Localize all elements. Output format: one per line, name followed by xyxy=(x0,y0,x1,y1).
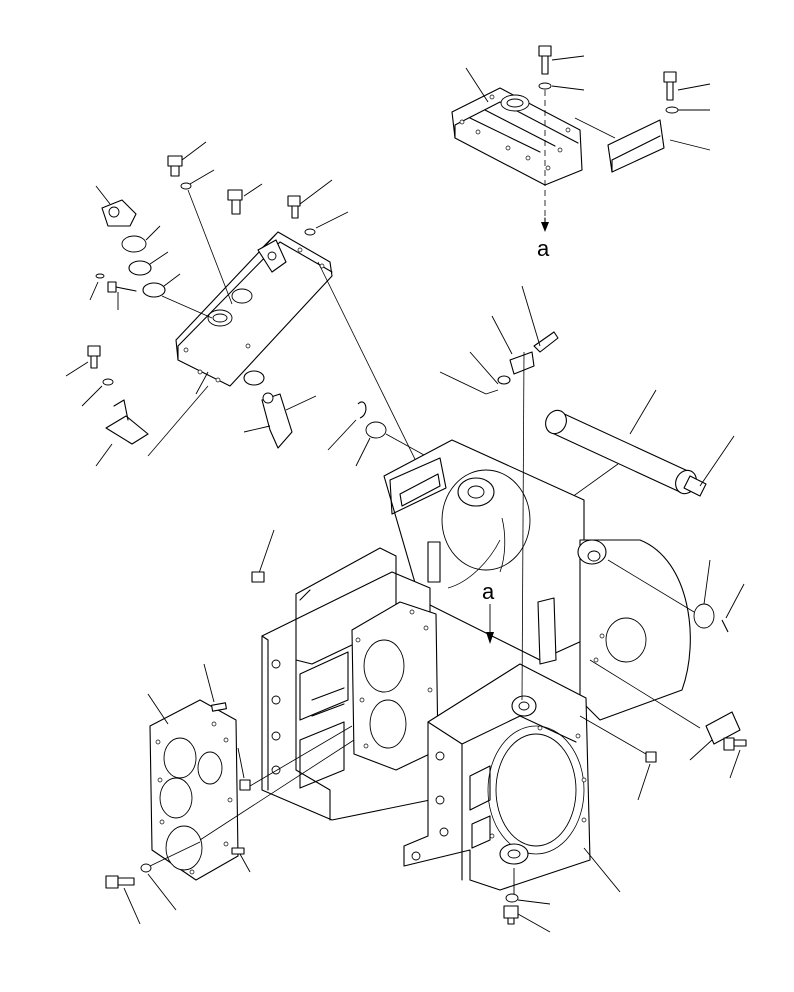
pin-right xyxy=(721,619,729,633)
transmission-case xyxy=(261,439,691,891)
seal-washer-right xyxy=(693,603,715,629)
elbow-fitting xyxy=(243,370,293,449)
small-bracket xyxy=(509,351,535,375)
left-small-bolt xyxy=(87,345,114,386)
cover-bolt-right xyxy=(287,195,316,236)
bolt-right xyxy=(723,737,747,751)
dowel-pin-2 xyxy=(231,847,245,855)
drain-plug xyxy=(503,893,519,925)
plug-front xyxy=(239,779,251,791)
nut xyxy=(497,375,511,385)
dowel-pin-1 xyxy=(211,702,227,712)
pivot-block xyxy=(227,189,243,215)
ref-label-a-top: a xyxy=(537,236,550,261)
cotter-pin xyxy=(357,401,367,419)
arrow-down-icon-2 xyxy=(486,632,494,644)
u-clamp xyxy=(257,239,287,273)
control-cover-plate xyxy=(175,231,333,387)
side-bracket xyxy=(607,119,665,173)
plug-left xyxy=(251,571,265,583)
top-cover-plate xyxy=(451,87,583,186)
bushing xyxy=(142,282,166,298)
plug-right xyxy=(645,751,657,763)
small-bolt-left xyxy=(107,281,137,293)
front-gear-cover xyxy=(149,699,239,881)
lever-bracket xyxy=(101,199,137,227)
mount-bracket xyxy=(105,399,149,445)
ref-label-a-case: a xyxy=(482,579,495,604)
front-bolt xyxy=(105,863,152,889)
top-bolt-1 xyxy=(538,45,552,90)
shaft xyxy=(545,409,707,497)
top-bolt-2 xyxy=(663,71,679,114)
seal-ring xyxy=(128,260,152,276)
washer xyxy=(121,235,147,253)
small-cover-plate xyxy=(705,711,741,745)
arrow-down-icon xyxy=(541,222,549,232)
cover-bolt-top xyxy=(167,155,192,190)
thrust-washer xyxy=(365,421,387,439)
bolt-diagonal xyxy=(533,331,559,353)
